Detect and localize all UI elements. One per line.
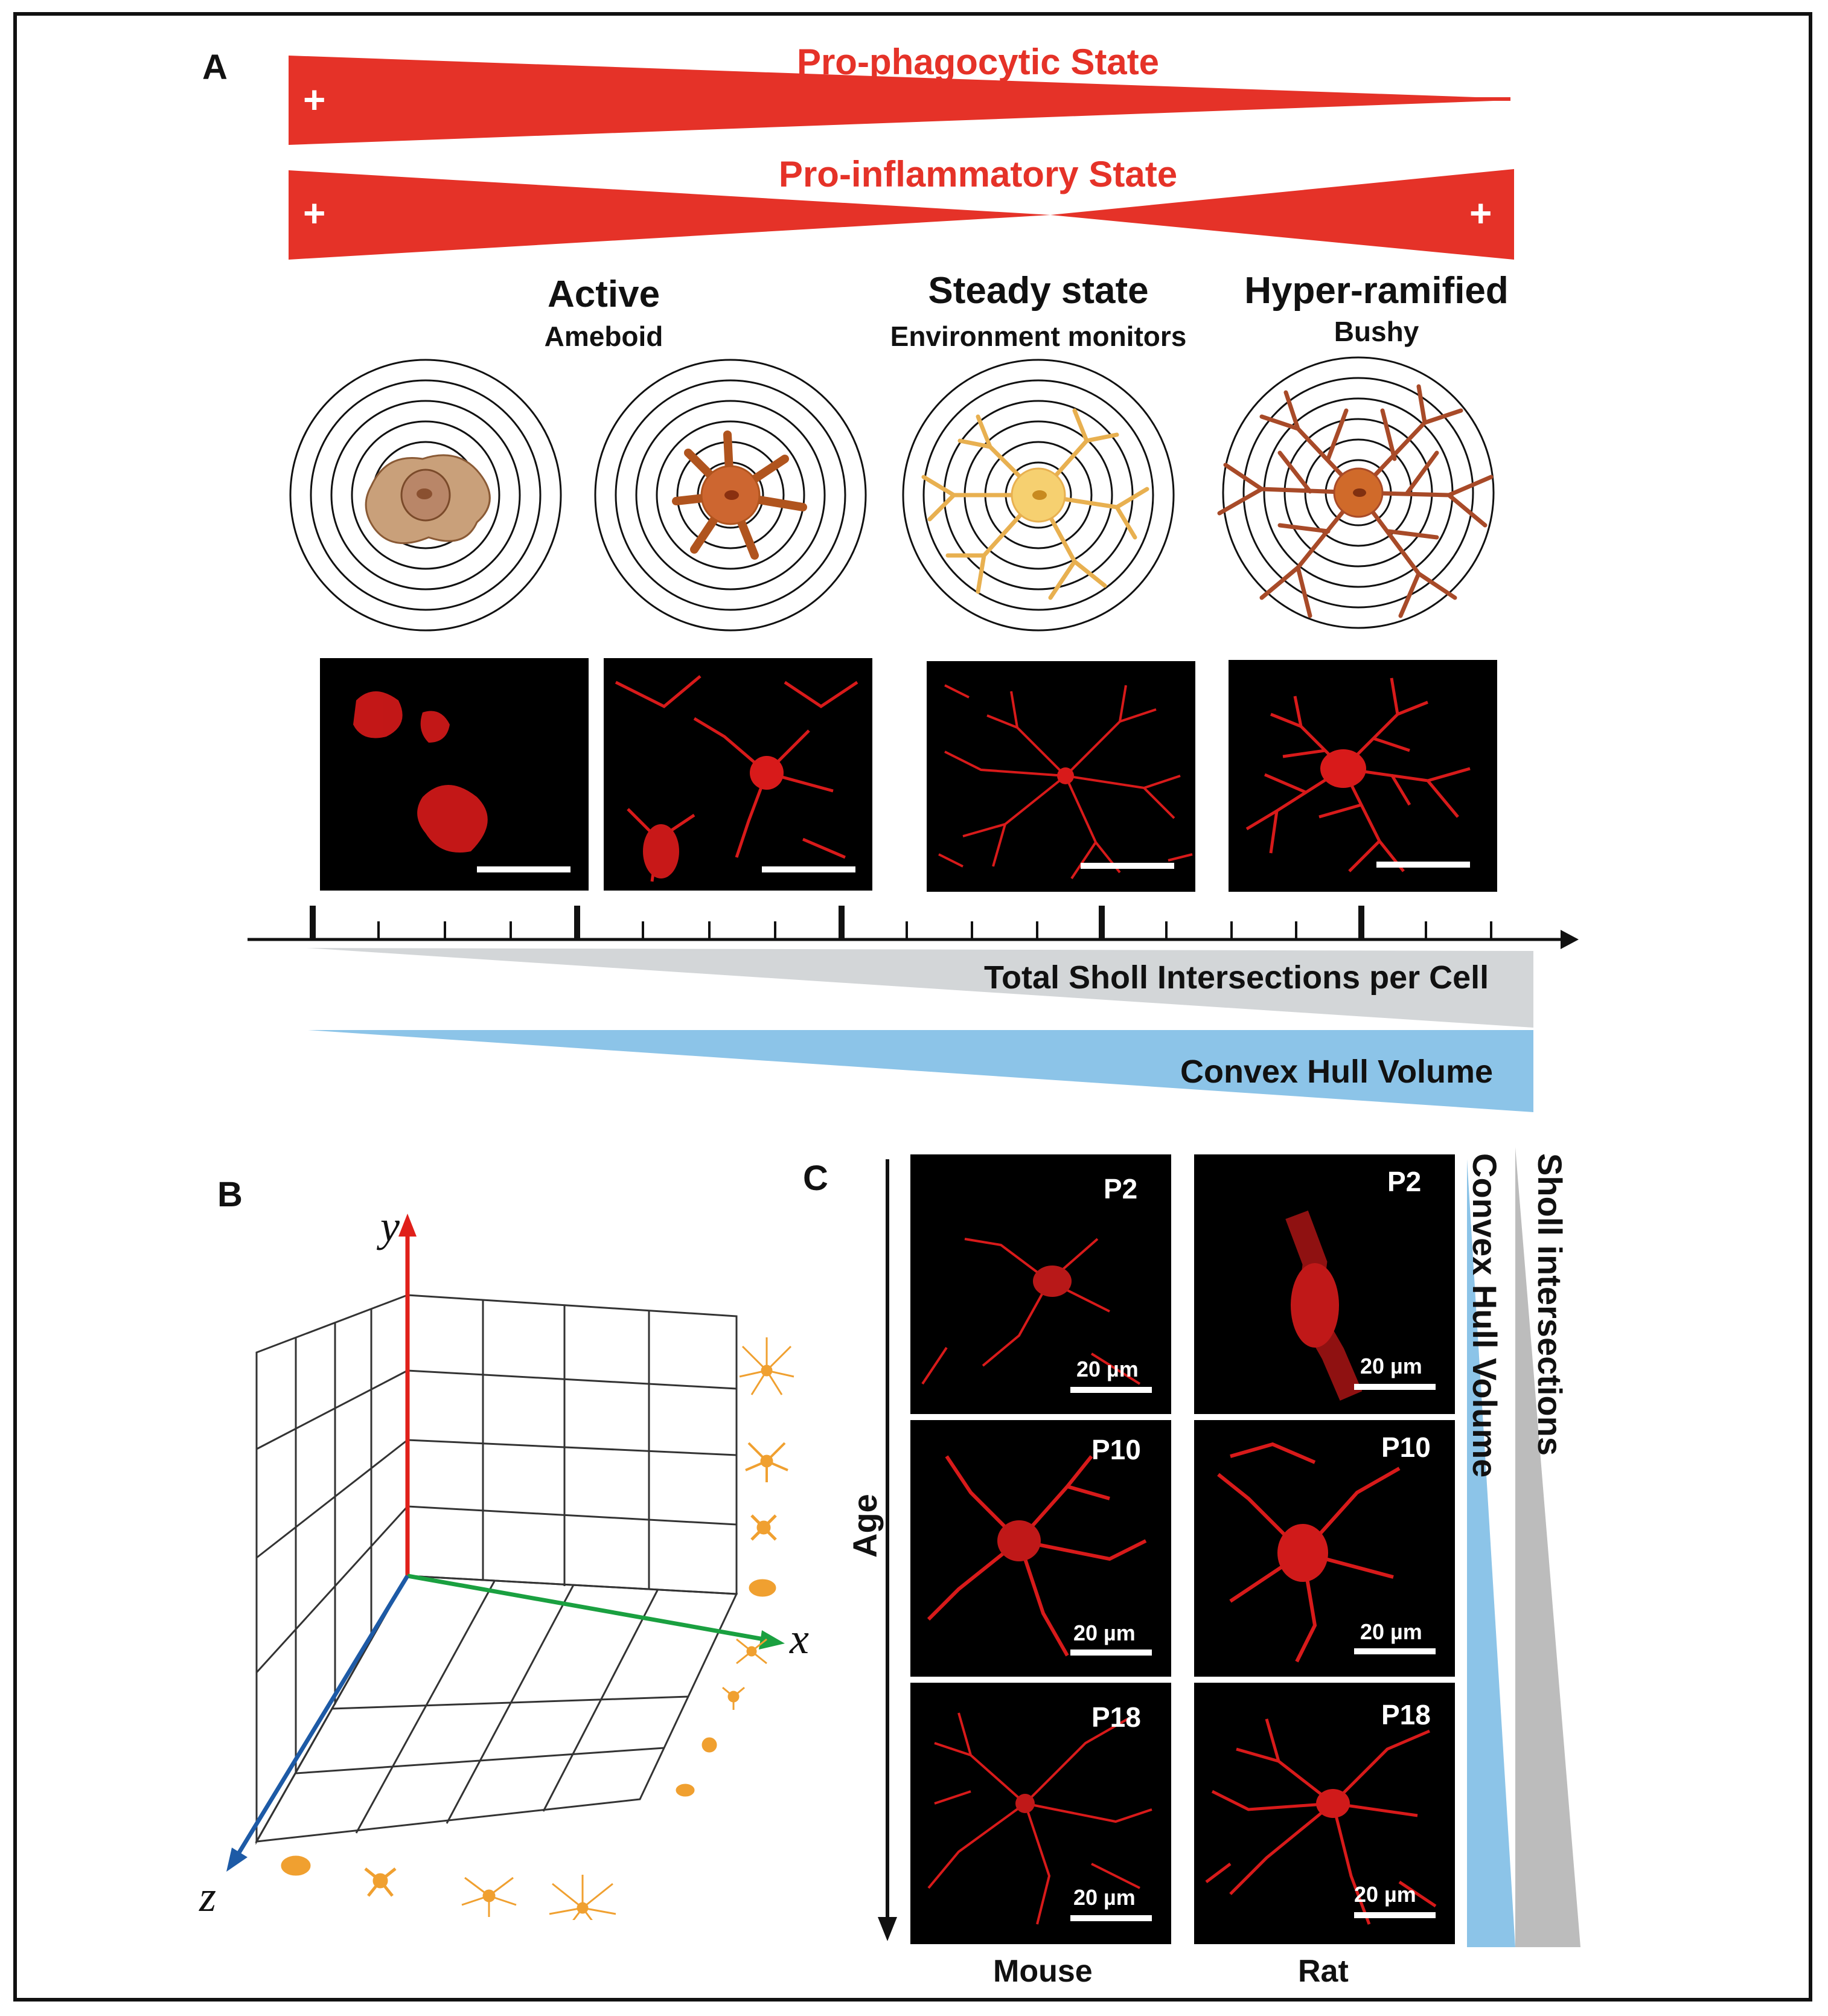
rat-p10-age: P10	[1381, 1432, 1431, 1463]
mouse-p18-age: P18	[1091, 1701, 1141, 1733]
state-wedges	[289, 56, 1514, 260]
rat-p18-scale-bar	[1354, 1912, 1436, 1918]
active-cell-icon	[672, 430, 807, 560]
column-label-rat: Rat	[1298, 1954, 1349, 1989]
mouse-p2-age: P2	[1104, 1173, 1138, 1205]
micrograph-hyper-cells	[1245, 677, 1471, 872]
major-ticks	[310, 906, 1364, 938]
mouse-p10-scale-label: 20 µm	[1073, 1621, 1136, 1645]
x-axis-label: x	[790, 1614, 809, 1663]
rat-p18-cells	[1205, 1718, 1437, 1925]
panel-c-letter: C	[803, 1159, 828, 1198]
pro-inflammatory-left-wedge	[289, 170, 1050, 260]
micrograph-rat-p10: P10 20 µm	[1194, 1420, 1455, 1677]
rat-p2-cells	[1285, 1210, 1363, 1401]
sholl-diagrams	[289, 356, 1495, 632]
stage-hyper-subtitle: Bushy	[1334, 316, 1419, 347]
scale-bar-hyper	[1376, 862, 1470, 868]
rat-p10-scale-label: 20 µm	[1360, 1619, 1422, 1644]
z-axis-arrowhead	[226, 1848, 248, 1872]
sholl-vertical-wedge	[1515, 1147, 1580, 1947]
micrograph-steady	[927, 661, 1195, 892]
phagocytic-plus-left: +	[303, 78, 326, 121]
mouse-p18-cells	[927, 1712, 1152, 1925]
rat-p2-scale-label: 20 µm	[1360, 1354, 1422, 1378]
micrograph-active	[604, 658, 872, 891]
stage-steady-title: Steady state	[928, 270, 1149, 312]
micrograph-mouse-p18: P18 20 µm	[910, 1683, 1171, 1944]
micrograph-ameboid-cells	[353, 691, 488, 853]
mouse-p10-scale-bar	[1070, 1650, 1152, 1656]
convex-hull-wedge	[308, 1030, 1533, 1112]
column-label-mouse: Mouse	[993, 1954, 1093, 1989]
age-label: Age	[846, 1494, 884, 1558]
micrograph-rat-p18: P18 20 µm	[1194, 1683, 1455, 1944]
micrograph-ameboid	[320, 658, 589, 891]
micrograph-mouse-p2: P2 20 µm	[910, 1154, 1171, 1414]
pro-inflammatory-right-wedge	[1050, 169, 1514, 260]
panel-c-wedges	[1467, 1147, 1580, 1947]
mouse-p2-scale-bar	[1070, 1387, 1152, 1393]
ameboid-cell-icon	[365, 454, 491, 545]
rat-p2-age: P2	[1387, 1166, 1422, 1197]
rat-p10-scale-bar	[1354, 1648, 1436, 1654]
age-arrow	[878, 1159, 897, 1941]
figure-frame	[13, 12, 1812, 2002]
scale-bar-active	[762, 866, 855, 872]
x-axis-line	[407, 1573, 764, 1642]
mouse-p10-cells	[927, 1455, 1147, 1657]
sholl-vertical-label: Sholl intersections	[1531, 1153, 1569, 1456]
z-axis-cell-icons	[281, 1855, 616, 1920]
rat-p10-cells	[1217, 1442, 1401, 1663]
pro-phagocytic-title: Pro-phagocytic State	[796, 42, 1160, 82]
convex-hull-label: Convex Hull Volume	[1180, 1054, 1494, 1090]
panel-a-letter: A	[202, 48, 228, 87]
convex-hull-vertical-wedge	[1467, 1159, 1515, 1947]
inflammatory-plus-left: +	[303, 191, 326, 235]
morphology-axis-arrowhead	[1561, 930, 1579, 949]
y-axis-label: y	[380, 1202, 400, 1250]
y-axis-cell-icons	[739, 1337, 794, 1597]
scale-bar-ameboid	[477, 866, 570, 872]
stage-active-subtitle: Ameboid	[544, 321, 663, 352]
stage-steady-subtitle: Environment monitors	[890, 321, 1187, 352]
y-axis-arrowhead	[398, 1214, 417, 1237]
3d-axes-diagram	[226, 1214, 794, 1920]
mouse-p18-scale-bar	[1070, 1915, 1152, 1921]
z-axis-label: z	[199, 1872, 217, 1921]
stage-hyper-title: Hyper-ramified	[1244, 270, 1509, 312]
sholl-total-wedge	[307, 948, 1533, 1028]
micrograph-steady-cells	[938, 684, 1193, 880]
micrograph-active-cells	[615, 675, 858, 882]
mouse-p18-scale-label: 20 µm	[1073, 1885, 1136, 1910]
steady-cell-icon	[921, 408, 1149, 600]
mouse-p2-cells	[921, 1238, 1141, 1385]
panel-b-letter: B	[217, 1175, 243, 1214]
stage-active-title: Active	[547, 274, 660, 315]
grid-back-wall	[406, 1294, 738, 1595]
micrograph-mouse-p10: P10 20 µm	[910, 1420, 1171, 1677]
scale-bar-steady	[1081, 863, 1174, 869]
hyper-cell-icon	[1217, 384, 1494, 618]
sholl-rings-steady	[902, 359, 1175, 632]
z-axis-line	[237, 1575, 409, 1855]
convex-hull-vertical-label: Convex Hull Volume	[1466, 1153, 1504, 1478]
grid-left-wall	[255, 1293, 409, 1845]
inflammatory-plus-right: +	[1469, 191, 1492, 235]
rat-p18-age: P18	[1381, 1699, 1431, 1730]
mouse-p2-scale-label: 20 µm	[1076, 1357, 1139, 1381]
pro-inflammatory-title: Pro-inflammatory State	[778, 154, 1178, 194]
grid-floor	[255, 1575, 738, 1843]
sholl-axis-and-wedges	[248, 906, 1579, 1112]
micrograph-hyper	[1229, 660, 1497, 892]
rat-p2-scale-bar	[1354, 1384, 1436, 1390]
minor-ticks	[377, 921, 1492, 938]
micrograph-rat-p2: P2 20 µm	[1194, 1154, 1455, 1414]
sholl-total-label: Total Sholl Intersections per Cell	[984, 959, 1489, 996]
x-axis-arrowhead	[759, 1630, 785, 1650]
mouse-p10-age: P10	[1091, 1434, 1141, 1465]
rat-p18-scale-label: 20 µm	[1354, 1882, 1416, 1907]
x-axis-cell-icons	[676, 1638, 767, 1797]
